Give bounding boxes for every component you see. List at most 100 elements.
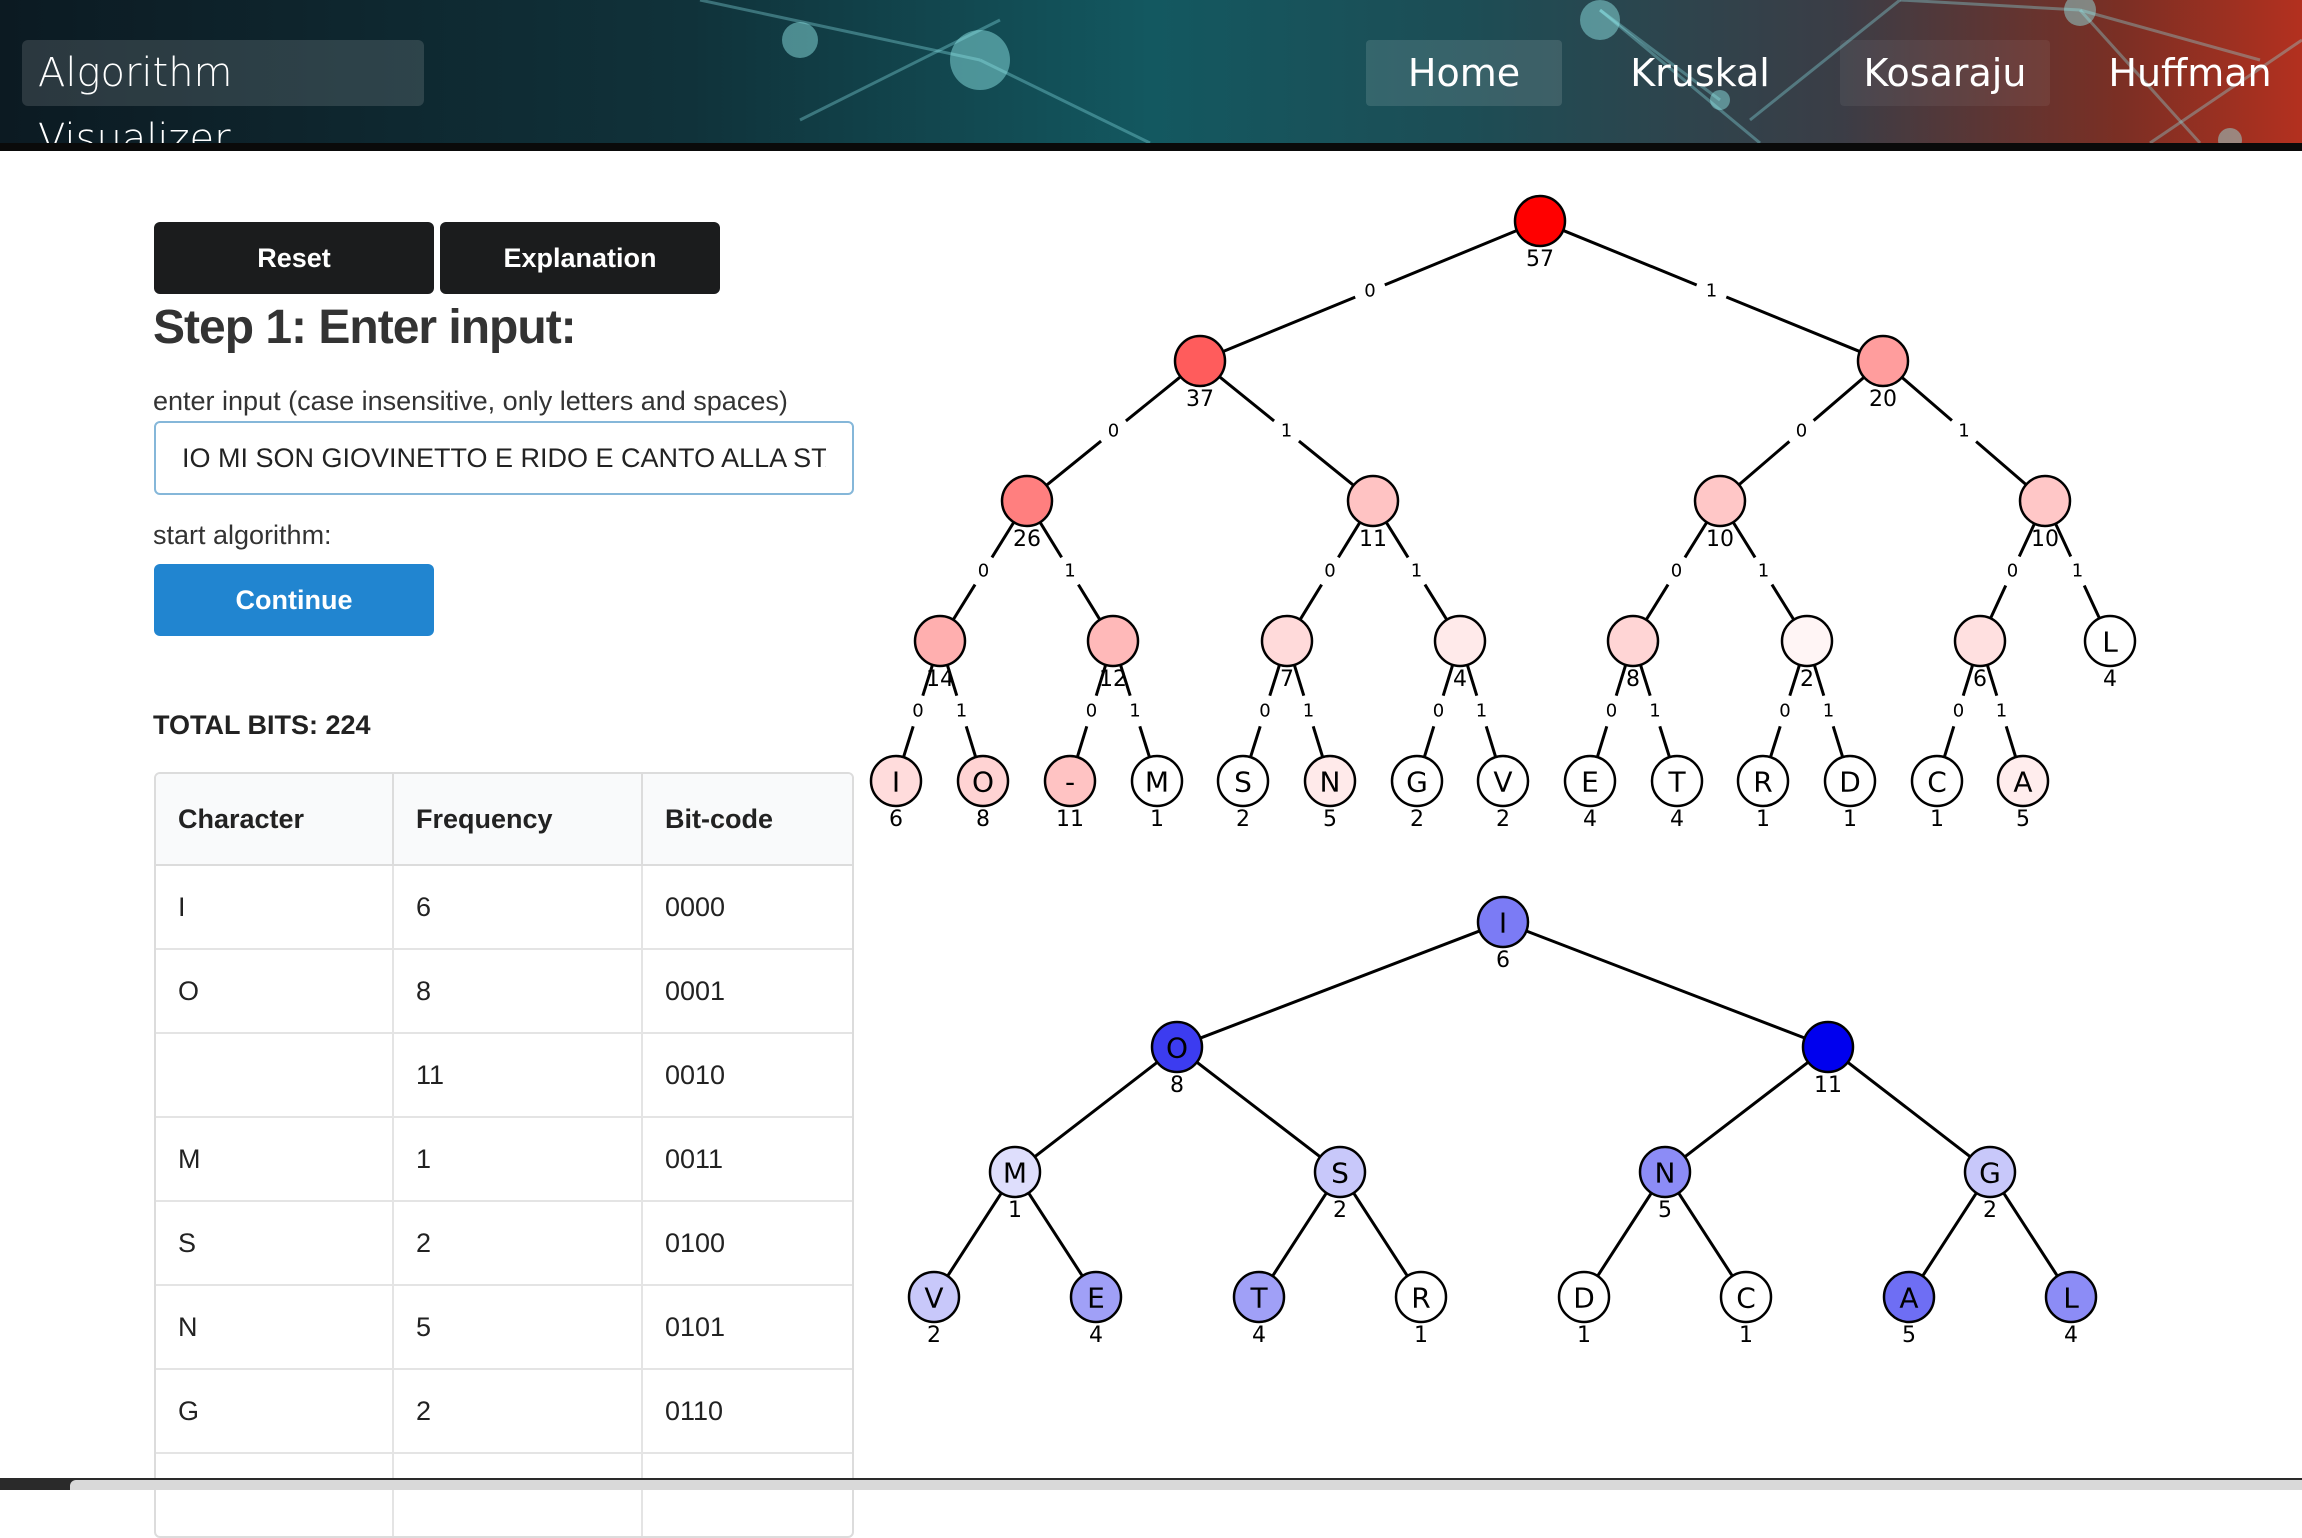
tree-edge	[1441, 664, 1455, 697]
column-header-character: Character	[156, 774, 392, 866]
heap-node[interactable]	[988, 1145, 1042, 1199]
heap-node[interactable]	[1069, 1270, 1123, 1324]
tree-edge	[1683, 521, 1709, 559]
tree-edge	[1311, 725, 1325, 758]
heap-edge	[2002, 1192, 2059, 1277]
heap-node[interactable]	[1476, 895, 1530, 949]
tree-node[interactable]	[1303, 754, 1357, 808]
cell-character: N	[156, 1284, 392, 1368]
tree-node[interactable]	[956, 754, 1010, 808]
node-frequency-label: 8	[976, 807, 990, 832]
tree-edge	[1222, 295, 1356, 353]
node-frequency-label: 6	[1973, 667, 1987, 692]
tree-node[interactable]	[2018, 474, 2072, 528]
node-char-label: M	[1145, 766, 1169, 799]
cell-character: I	[178, 891, 186, 922]
tree-node[interactable]	[2083, 614, 2137, 668]
tree-node[interactable]	[1693, 474, 1747, 528]
edge-bit-label: 0	[912, 701, 923, 722]
heap-node[interactable]	[1150, 1020, 1204, 1074]
tree-edge	[1423, 583, 1449, 621]
tree-edge	[1075, 725, 1089, 758]
tree-node[interactable]	[1390, 754, 1444, 808]
node-frequency-label: 2	[1410, 807, 1424, 832]
tree-node[interactable]	[1856, 334, 1910, 388]
nav-home[interactable]: Home	[1366, 40, 1562, 106]
tree-node[interactable]	[1736, 754, 1790, 808]
tree-node[interactable]	[1346, 474, 1400, 528]
edge-bit-label: 0	[1259, 701, 1270, 722]
heap-node[interactable]	[1313, 1145, 1367, 1199]
continue-button[interactable]: Continue	[154, 564, 434, 636]
tree-node[interactable]	[1996, 754, 2050, 808]
heap-node-char-label: G	[1979, 1157, 2001, 1190]
heap-node-char-label: S	[1331, 1157, 1349, 1190]
tree-node[interactable]	[1650, 754, 1704, 808]
cell-frequency: 1	[392, 1116, 641, 1200]
table-row: O 8 0001	[156, 948, 852, 1032]
tree-node[interactable]	[1953, 614, 2007, 668]
edge-bit-label: 0	[1364, 281, 1375, 302]
scrollbar-track[interactable]	[70, 1480, 2302, 1490]
heap-node[interactable]	[907, 1270, 961, 1324]
cell-character: G	[156, 1368, 392, 1452]
cell-character: M	[156, 1116, 392, 1200]
tree-node[interactable]	[1476, 754, 1530, 808]
table-row: S 2 0100	[156, 1200, 852, 1284]
heap-edge	[1033, 1061, 1159, 1158]
tree-node[interactable]	[1910, 754, 1964, 808]
tree-node[interactable]	[869, 754, 923, 808]
cell-frequency: 6	[392, 866, 641, 948]
nav-huffman[interactable]: Huffman	[2108, 51, 2272, 95]
tree-node[interactable]	[1173, 334, 1227, 388]
heap-node[interactable]	[1963, 1145, 2017, 1199]
tree-edge	[1989, 584, 2008, 619]
edge-bit-label: 0	[978, 561, 989, 582]
tree-edge	[1737, 440, 1791, 486]
heap-node[interactable]	[2044, 1270, 2098, 1324]
tree-node[interactable]	[1043, 754, 1097, 808]
reset-button[interactable]: Reset	[154, 222, 434, 294]
node-char-label: S	[1234, 766, 1252, 799]
nav-kosaraju[interactable]: Kosaraju	[1840, 40, 2050, 106]
tree-node[interactable]	[1216, 754, 1270, 808]
tree-node[interactable]	[1130, 754, 1184, 808]
heap-node[interactable]	[1801, 1020, 1855, 1074]
heap-node[interactable]	[1882, 1270, 1936, 1324]
tree-edge	[1725, 295, 1861, 353]
cell-bitcode: 0000	[641, 866, 852, 948]
heap-node[interactable]	[1394, 1270, 1448, 1324]
heap-node[interactable]	[1638, 1145, 1692, 1199]
edge-bit-label: 1	[1706, 281, 1717, 302]
node-frequency-label: 2	[1236, 807, 1250, 832]
heap-node-frequency-label: 2	[927, 1323, 941, 1348]
tree-node[interactable]	[1260, 614, 1314, 668]
cell-bitcode: 0011	[641, 1116, 852, 1200]
tree-edge	[1249, 725, 1262, 758]
explanation-button[interactable]: Explanation	[440, 222, 720, 294]
tree-node[interactable]	[913, 614, 967, 668]
node-char-label: V	[1493, 766, 1512, 799]
tree-node[interactable]	[1086, 614, 1140, 668]
cell-character	[156, 1452, 392, 1536]
tree-edge	[1788, 664, 1801, 697]
tree-edge	[1484, 725, 1498, 758]
tree-edge	[902, 725, 915, 758]
node-frequency-label: 12	[1099, 667, 1127, 692]
heap-node[interactable]	[1719, 1270, 1773, 1324]
nav-kruskal[interactable]: Kruskal	[1630, 51, 1770, 95]
edge-bit-label: 1	[1996, 701, 2007, 722]
tree-node[interactable]	[1823, 754, 1877, 808]
brand-title[interactable]: Algorithm Visualizer	[22, 40, 424, 143]
node-char-label: D	[1839, 766, 1861, 799]
heap-node[interactable]	[1557, 1270, 1611, 1324]
input-text-field[interactable]	[154, 421, 854, 495]
heap-node[interactable]	[1232, 1270, 1286, 1324]
tree-node[interactable]	[1513, 194, 1567, 248]
tree-node[interactable]	[1780, 614, 1834, 668]
tree-node[interactable]	[1606, 614, 1660, 668]
tree-node[interactable]	[1433, 614, 1487, 668]
tree-node[interactable]	[1000, 474, 1054, 528]
tree-node[interactable]	[1563, 754, 1617, 808]
cell-frequency: 5	[392, 1284, 641, 1368]
